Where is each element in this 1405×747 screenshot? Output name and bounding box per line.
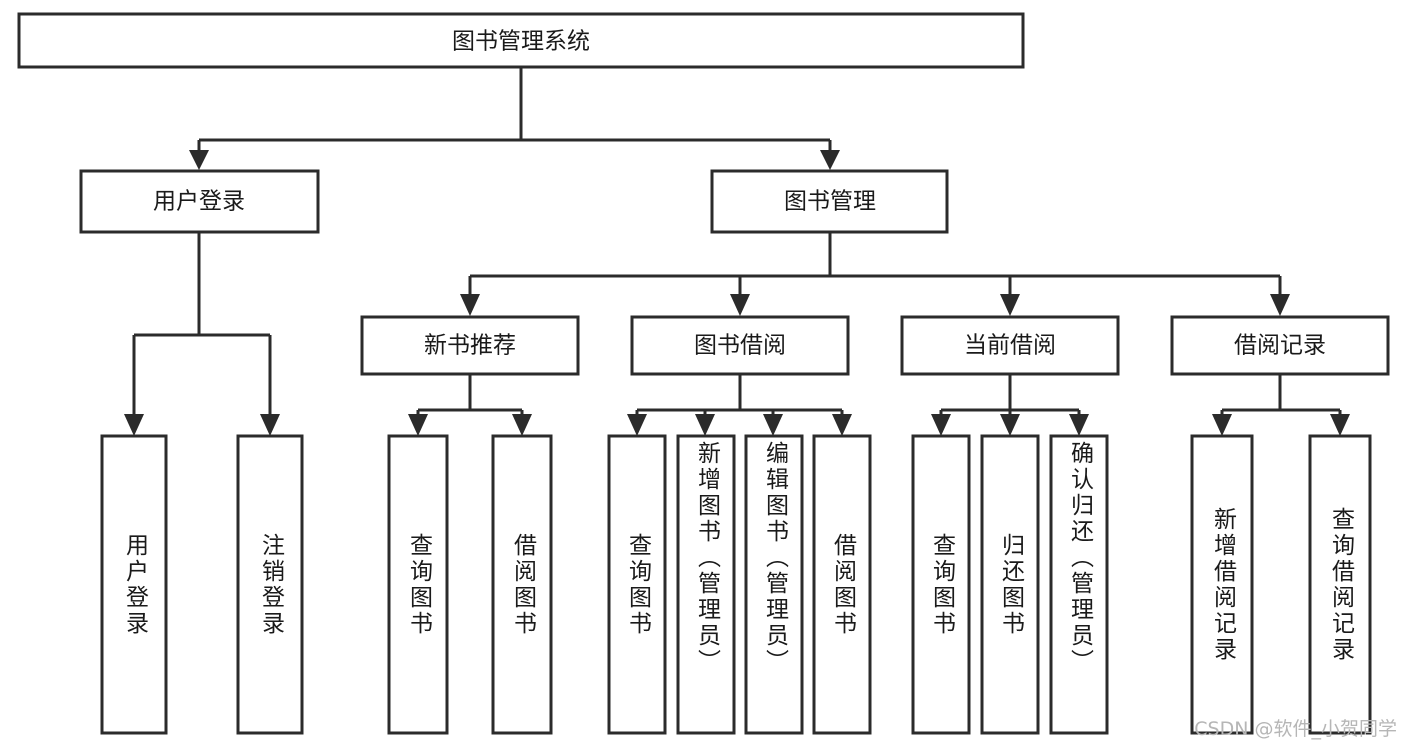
leaf-box-borrow-book-1[interactable] [491, 434, 553, 735]
node-root[interactable]: 图书管理系统 [17, 12, 1025, 69]
leaf-box-query-borrow-record[interactable] [1308, 434, 1372, 735]
arrow-head-icon [189, 150, 209, 170]
node-user-login[interactable]: 用户登录 [79, 169, 320, 234]
connector-book-management-to-level3 [460, 232, 1290, 316]
arrow-head-icon [1270, 294, 1290, 316]
node-current-borrow-label: 当前借阅 [964, 333, 1056, 359]
node-current-borrow[interactable]: 当前借阅 [900, 315, 1120, 376]
arrow-head-icon [124, 414, 144, 436]
connector-root-to-level2 [189, 67, 840, 170]
arrow-head-icon [512, 414, 532, 436]
arrow-head-icon [460, 294, 480, 316]
arrow-head-icon [408, 414, 428, 436]
arrow-head-icon [260, 414, 280, 436]
connector-book-borrow-to-leaves [627, 374, 852, 436]
node-new-book-recommend-box[interactable] [360, 315, 580, 376]
node-new-book-recommend-label: 新书推荐 [424, 333, 516, 359]
node-borrow-record-label: 借阅记录 [1234, 333, 1326, 359]
connector-user-login-to-leaves [124, 232, 280, 436]
connector-current-borrow-to-leaves [931, 374, 1089, 436]
connector-borrow-record-to-leaves [1212, 374, 1350, 436]
arrow-head-icon [1212, 414, 1232, 436]
node-root-box[interactable] [17, 12, 1025, 69]
arrow-head-icon [1000, 414, 1020, 436]
leaf-box-return-book[interactable] [980, 434, 1040, 735]
arrow-head-icon [1000, 294, 1020, 316]
node-book-management-label: 图书管理 [784, 189, 876, 215]
arrow-head-icon [695, 414, 715, 436]
arrow-head-icon [931, 414, 951, 436]
node-book-borrow-label: 图书借阅 [694, 333, 786, 359]
arrow-head-icon [820, 150, 840, 170]
node-book-borrow[interactable]: 图书借阅 [630, 315, 850, 376]
arrow-head-icon [627, 414, 647, 436]
node-book-management[interactable]: 图书管理 [710, 169, 949, 234]
leaf-box-edit-book-admin[interactable] [744, 434, 804, 735]
leaf-box-add-book-admin[interactable] [676, 434, 736, 735]
leaf-box-logout[interactable] [236, 434, 304, 735]
node-root-label: 图书管理系统 [452, 29, 590, 55]
arrow-head-icon [832, 414, 852, 436]
arrow-head-icon [1069, 414, 1089, 436]
arrow-head-icon [730, 294, 750, 316]
leaf-box-query-book-1[interactable] [387, 434, 449, 735]
leaf-box-add-borrow-record[interactable] [1190, 434, 1254, 735]
arrow-head-icon [763, 414, 783, 436]
leaf-box-confirm-return-admin[interactable] [1049, 434, 1109, 735]
node-current-borrow-box[interactable] [900, 315, 1120, 376]
node-user-login-box[interactable] [79, 169, 320, 234]
node-borrow-record[interactable]: 借阅记录 [1170, 315, 1390, 376]
leaf-box-query-book-2[interactable] [607, 434, 667, 735]
node-new-book-recommend[interactable]: 新书推荐 [360, 315, 580, 376]
leaf-box-borrow-book-2[interactable] [812, 434, 872, 735]
leaf-box-query-book-3[interactable] [911, 434, 971, 735]
node-user-login-label: 用户登录 [153, 189, 245, 215]
connector-new-book-to-leaves [408, 374, 532, 436]
leaf-box-user-login[interactable] [100, 434, 168, 735]
arrow-head-icon [1330, 414, 1350, 436]
